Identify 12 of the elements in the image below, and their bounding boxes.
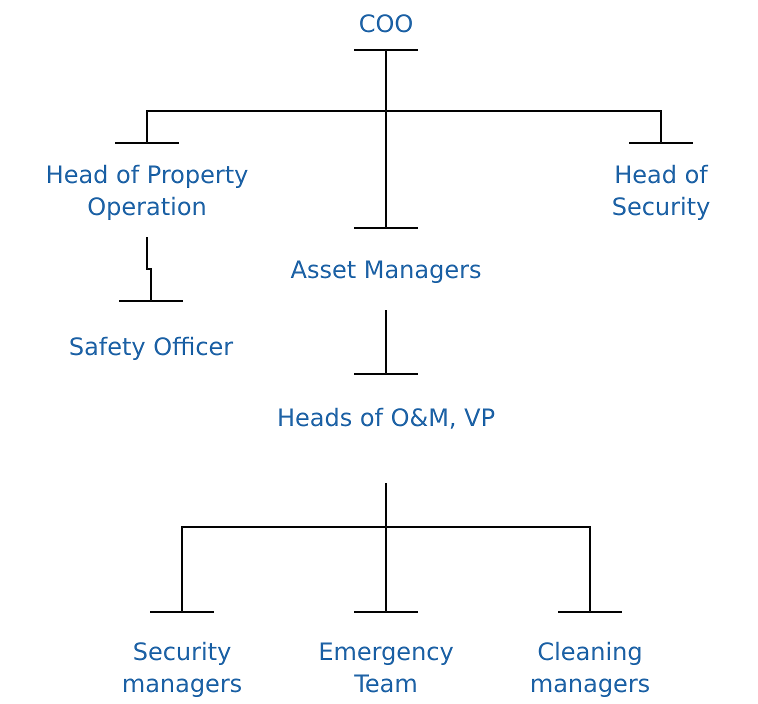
role-label: Asset Managers (290, 255, 482, 286)
role-label: Head of Property Operation (44, 160, 250, 223)
role-label: Security managers (120, 637, 244, 700)
connector-line (118, 237, 184, 302)
role-label: Emergency Team (317, 637, 455, 700)
role-label: COO (358, 9, 414, 40)
role-label: Heads of O&M, VP (276, 403, 496, 434)
connector-line (385, 483, 623, 613)
role-label: Cleaning managers (528, 637, 652, 700)
connector-line (353, 310, 419, 375)
role-label: Safety Officer (68, 332, 234, 363)
role-label: Head of Security (610, 160, 712, 223)
